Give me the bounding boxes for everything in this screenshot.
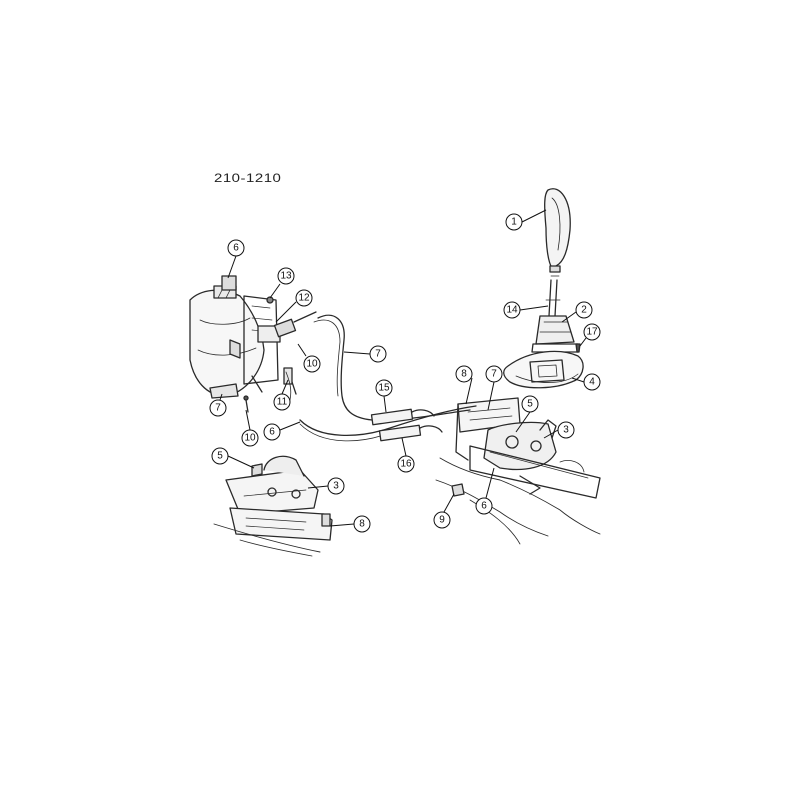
- callout-label: 14: [506, 305, 518, 316]
- screw: [575, 343, 581, 353]
- callout-7: [369, 345, 387, 363]
- callout-label: 3: [563, 425, 569, 436]
- callout-6: [227, 239, 245, 257]
- callout-5: [521, 395, 539, 413]
- callout-label: 13: [280, 271, 292, 282]
- shifter-assembly-right: [435, 397, 601, 545]
- callout-label: 7: [215, 403, 221, 414]
- callout-label: 2: [581, 305, 587, 316]
- diagram-code: 210-1210: [214, 171, 282, 186]
- callout-label: 6: [233, 243, 239, 254]
- callout-label: 1: [511, 217, 517, 228]
- callout-8: [353, 515, 371, 533]
- callout-9: [433, 511, 451, 529]
- callout-label: 10: [306, 359, 318, 370]
- callout-1: [505, 213, 523, 231]
- callout-10: [303, 355, 321, 373]
- callout-17: [583, 323, 601, 341]
- shift-lever: [545, 279, 561, 317]
- callout-label: 11: [277, 397, 288, 408]
- callout-label: 16: [400, 459, 412, 470]
- callout-label: 12: [298, 293, 310, 304]
- callout-label: 15: [378, 383, 390, 394]
- callout-label: 8: [359, 519, 365, 530]
- gearbox-linkage-left: [189, 275, 317, 413]
- callout-4: [583, 373, 601, 391]
- clip-part: [451, 483, 465, 497]
- shifter-assembly-left: [213, 455, 333, 557]
- callout-label: 4: [589, 377, 595, 388]
- callout-16: [397, 455, 415, 473]
- callout-label: 17: [586, 327, 598, 338]
- callout-label: 3: [333, 481, 339, 492]
- callout-label: 5: [217, 451, 223, 462]
- callout-label: 6: [481, 501, 487, 512]
- callout-3: [327, 477, 345, 495]
- callout-label: 6: [269, 427, 275, 438]
- callout-3: [557, 421, 575, 439]
- callout-7: [209, 399, 227, 417]
- shift-cables: [283, 314, 477, 442]
- callout-13: [277, 267, 295, 285]
- callout-7: [485, 365, 503, 383]
- callout-6: [263, 423, 281, 441]
- callout-12: [295, 289, 313, 307]
- callout-label: 7: [491, 369, 497, 380]
- console-bezel: [503, 350, 584, 389]
- callout-2: [575, 301, 593, 319]
- callout-5: [211, 447, 229, 465]
- callout-label: 10: [244, 433, 256, 444]
- callout-10: [241, 429, 259, 447]
- shift-boot: [531, 315, 579, 353]
- callout-label: 7: [375, 349, 381, 360]
- shift-knob: [544, 188, 571, 277]
- callout-11: [273, 393, 291, 411]
- callout-14: [503, 301, 521, 319]
- callout-6: [475, 497, 493, 515]
- callout-label: 9: [439, 515, 445, 526]
- callout-8: [455, 365, 473, 383]
- callout-label: 8: [461, 369, 467, 380]
- callout-15: [375, 379, 393, 397]
- callout-label: 5: [527, 399, 533, 410]
